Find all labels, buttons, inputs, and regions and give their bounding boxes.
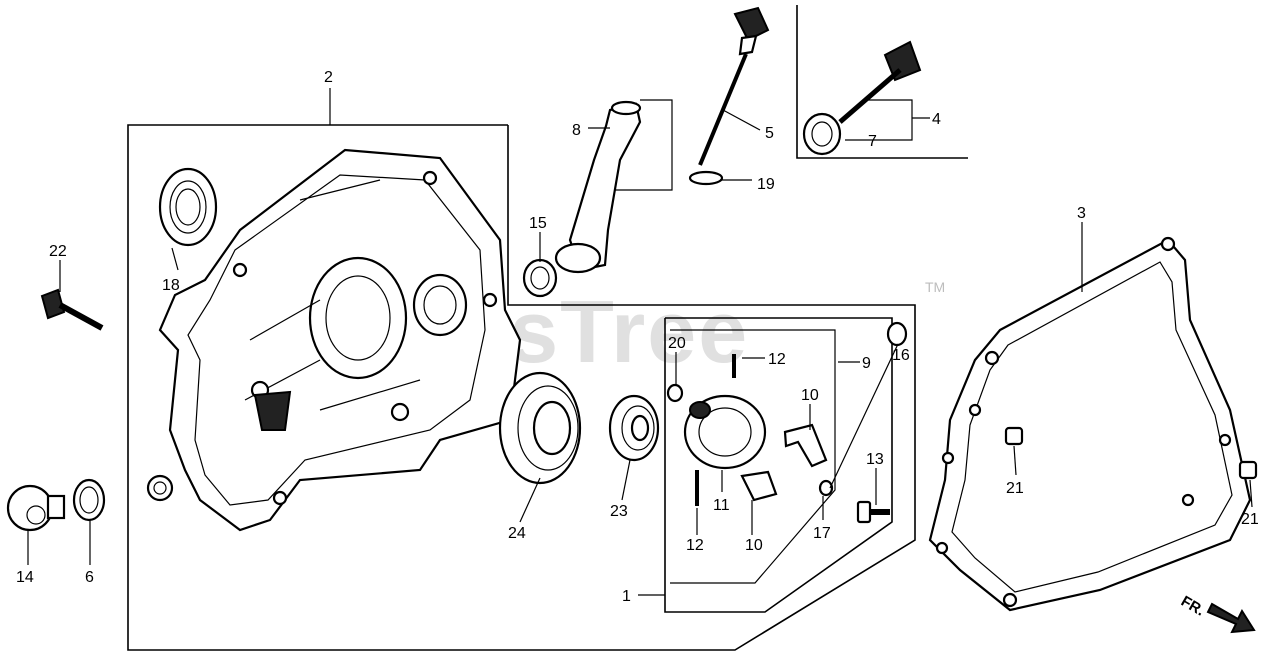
- callout-12b: 12: [686, 537, 704, 554]
- callout-23: 23: [610, 503, 628, 520]
- o-ring-20: [666, 383, 684, 403]
- callout-20: 20: [668, 335, 686, 352]
- oil-seal: [158, 167, 218, 247]
- o-ring-17: [818, 479, 834, 497]
- pump-bolt: [856, 500, 890, 524]
- callout-12a: 12: [768, 351, 786, 368]
- drain-plug: [6, 484, 66, 532]
- callout-15: 15: [529, 215, 547, 232]
- cover-gasket: [928, 236, 1252, 612]
- callout-10a: 10: [801, 387, 819, 404]
- crankcase-cover-group-frame: [127, 124, 916, 651]
- oil-filler-tube: [554, 100, 642, 274]
- callout-4: 4: [932, 111, 941, 128]
- front-direction-arrow-icon: [1206, 602, 1256, 634]
- callout-24: 24: [508, 525, 526, 542]
- callout-5: 5: [765, 125, 774, 142]
- flange-bolt: [40, 288, 104, 331]
- callout-3: 3: [1077, 205, 1086, 222]
- callout-2: 2: [324, 69, 333, 86]
- dipstick-o-ring: [688, 170, 724, 186]
- watermark-trademark: TM: [925, 279, 945, 295]
- washer-16: [886, 321, 908, 347]
- sealing-washer: [72, 478, 106, 522]
- dowel-pin-1: [1004, 426, 1024, 446]
- drain-bolt: [838, 40, 922, 124]
- callout-1: 1: [622, 588, 631, 605]
- callout-10b: 10: [745, 537, 763, 554]
- leader-lines: [27, 88, 1253, 596]
- crankcase-cover: [146, 148, 522, 532]
- callout-7: 7: [868, 133, 877, 150]
- callout-13: 13: [866, 451, 884, 468]
- callout-9: 9: [862, 355, 871, 372]
- callout-21a: 21: [1006, 480, 1024, 497]
- callout-14: 14: [16, 569, 34, 586]
- callout-11: 11: [713, 497, 730, 514]
- callout-18: 18: [162, 277, 180, 294]
- callout-22: 22: [49, 243, 67, 260]
- oil-dipstick: [698, 6, 770, 166]
- callout-19: 19: [757, 176, 775, 193]
- oil-pump-inner-frame: [670, 329, 836, 584]
- drain-plug-inset-frame: [796, 5, 968, 159]
- callout-labels: 1 2 3 4 5 6 7 8 9 10 10 11 12 12 13 14 1…: [16, 69, 1259, 605]
- callout-21b: 21: [1241, 511, 1259, 528]
- front-direction-indicator: FR.: [1178, 593, 1256, 634]
- front-direction-label: FR.: [1178, 593, 1207, 620]
- dowel-pin-2: [1238, 460, 1258, 480]
- callout-6: 6: [85, 569, 94, 586]
- callout-17: 17: [813, 525, 831, 542]
- oil-pump-group-frame: [664, 317, 893, 613]
- filler-group-bracket: [600, 99, 673, 191]
- callout-16: 16: [892, 347, 910, 364]
- oil-pump-gear: [683, 394, 767, 470]
- oil-dipper-lower: [740, 470, 778, 502]
- drain-bolt-washer: [802, 112, 842, 156]
- ball-bearing-small: [608, 394, 660, 462]
- filler-seal: [522, 258, 558, 298]
- bracket-4-7: [845, 99, 913, 141]
- callout-8: 8: [572, 122, 581, 139]
- oil-dipper-upper: [783, 423, 828, 468]
- ball-bearing-large: [498, 371, 582, 485]
